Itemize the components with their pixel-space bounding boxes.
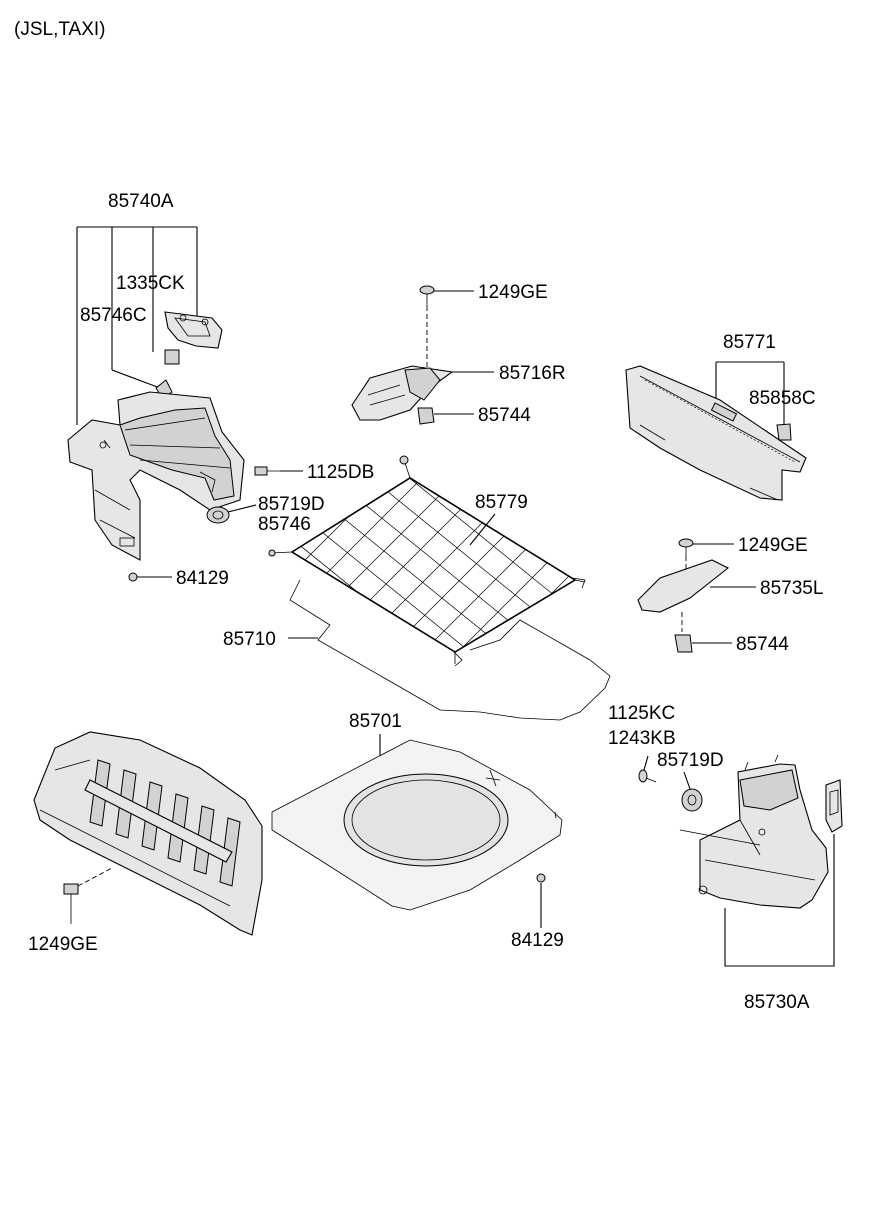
clip-85719D-right[interactable] [681, 788, 703, 812]
right-bracket-group: 1249GE 85735L 85744 [637, 535, 823, 655]
clip-1335CK[interactable] [164, 349, 180, 365]
part-label-1125DB[interactable]: 1125DB [307, 462, 374, 483]
screw-1125KC[interactable] [638, 769, 657, 783]
trunk-front-panel-group: 1249GE [28, 731, 263, 955]
part-label-85719D-left[interactable]: 85719D [258, 494, 325, 515]
part-label-85744-right[interactable]: 85744 [736, 634, 789, 655]
part-label-85716R[interactable]: 85716R [499, 363, 566, 384]
part-label-85710[interactable]: 85710 [223, 629, 276, 650]
spare-cover-85701[interactable] [271, 739, 563, 911]
variant-label: (JSL,TAXI) [14, 19, 106, 40]
center-bracket-group: 1249GE 85716R 85744 [351, 282, 566, 426]
part-label-1243KB[interactable]: 1243KB [608, 728, 676, 749]
left-side-trim-group: 85740A 1335CK 85746C [67, 191, 374, 589]
part-label-85730A[interactable]: 85730A [744, 992, 810, 1013]
rear-trim-panel-85771[interactable] [625, 365, 807, 501]
screw-1249GE-right[interactable] [678, 538, 694, 556]
clip-85719D-left[interactable] [206, 506, 230, 524]
part-label-84129-bottom[interactable]: 84129 [511, 930, 564, 951]
left-trim-panel[interactable] [67, 391, 245, 561]
part-label-85746[interactable]: 85746 [258, 514, 311, 535]
floor-mat-85710[interactable] [289, 579, 611, 721]
clip-85744-top[interactable] [417, 407, 435, 425]
cargo-net-85779[interactable] [230, 385, 620, 725]
bracket-85735L[interactable] [637, 559, 730, 613]
part-label-85779[interactable]: 85779 [475, 492, 528, 513]
part-label-85735L[interactable]: 85735L [760, 578, 823, 599]
part-label-1249GE-top[interactable]: 1249GE [478, 282, 548, 303]
plug-84129-bottom[interactable] [536, 873, 546, 883]
right-trim-panel-85730A[interactable] [679, 754, 829, 909]
cargo-net-group: 85779 [230, 385, 620, 725]
floor-mat-group: 85710 [223, 579, 611, 721]
rear-trim-group: 85771 85858C [625, 332, 816, 501]
screw-1249GE-top[interactable] [419, 285, 435, 306]
bolt-1249GE-bottom[interactable] [63, 883, 79, 924]
trunk-front-panel[interactable] [33, 731, 263, 936]
part-label-1249GE-bottom[interactable]: 1249GE [28, 934, 98, 955]
part-label-1125KC[interactable]: 1125KC [608, 703, 675, 724]
small-bracket-right[interactable] [825, 779, 843, 833]
part-label-1335CK[interactable]: 1335CK [116, 273, 185, 294]
part-label-85746C[interactable]: 85746C [80, 305, 147, 326]
right-side-trim-group: 1125KC 1243KB 85719D 85730A [608, 703, 843, 1013]
plug-84129-left[interactable] [128, 572, 138, 582]
clip-85858C[interactable] [776, 423, 792, 441]
clip-85744-right[interactable] [674, 634, 693, 653]
part-label-1249GE-right[interactable]: 1249GE [738, 535, 808, 556]
part-label-84129-left[interactable]: 84129 [176, 568, 229, 589]
bracket-85716R[interactable] [351, 365, 454, 421]
part-label-85719D-right[interactable]: 85719D [657, 750, 724, 771]
part-label-85771[interactable]: 85771 [723, 332, 776, 353]
part-label-85858C[interactable]: 85858C [749, 388, 816, 409]
part-label-85701[interactable]: 85701 [349, 711, 402, 732]
part-label-85740A[interactable]: 85740A [108, 191, 174, 212]
spare-cover-group: 85701 84129 [271, 711, 564, 951]
bracket-part[interactable] [164, 311, 223, 349]
part-label-85744-top[interactable]: 85744 [478, 405, 531, 426]
